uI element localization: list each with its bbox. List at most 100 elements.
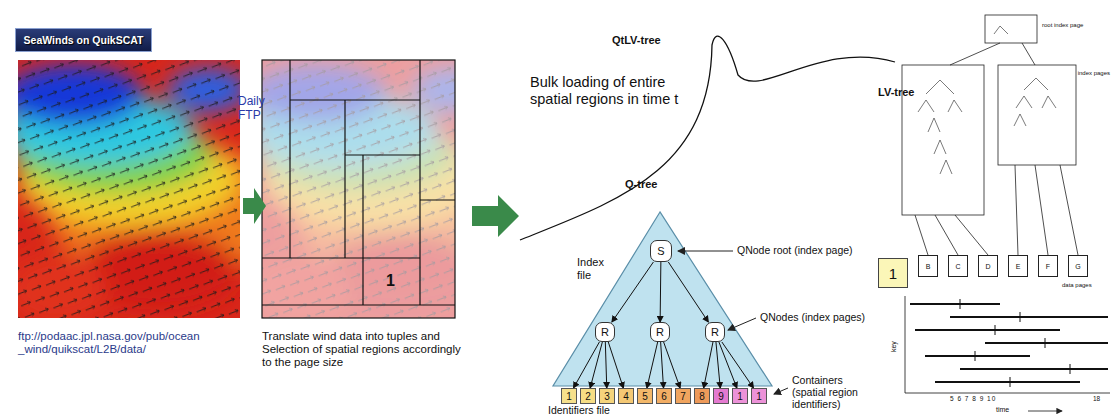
- label-holder: Identifiers file: [548, 404, 638, 416]
- label-holder: 18: [1093, 395, 1109, 402]
- node-text: R: [711, 326, 719, 338]
- flow-arrow: [472, 195, 519, 237]
- flow-arrow: [243, 188, 266, 224]
- label-holder: QNodes (index pages): [760, 311, 890, 323]
- step-caption: Translate wind data into tuples and Sele…: [262, 330, 461, 368]
- partitioned-map: [262, 60, 455, 318]
- title-box: SeaWinds on QuikSCAT: [15, 28, 152, 52]
- tree-connector: [668, 262, 708, 322]
- part-label: Identifiers file: [548, 404, 610, 416]
- node-text: R: [601, 326, 609, 338]
- part-name: LV-tree: [878, 86, 914, 98]
- part-label: root index page: [1042, 22, 1083, 28]
- label-holder: index pages: [1078, 70, 1112, 77]
- source-url: ftp://podaac.jpl.nasa.gov/pub/ocean _win…: [18, 330, 200, 355]
- tree-connector: [722, 342, 754, 388]
- qnode: R: [650, 322, 670, 342]
- node-text: 1: [756, 391, 762, 402]
- callout-number: 1: [386, 272, 395, 289]
- node-text: R: [656, 326, 664, 338]
- label-holder: Translate wind data into tuples and Sele…: [262, 330, 467, 370]
- node-text: 8: [699, 391, 705, 402]
- tree-connector: [590, 342, 602, 388]
- container-box: 5: [637, 388, 653, 404]
- node-text: 2: [585, 391, 591, 402]
- axis-label: key: [890, 341, 897, 352]
- key-time-chart: [905, 296, 1110, 411]
- node-text: 1: [737, 391, 743, 402]
- part-label: Index file: [577, 256, 604, 281]
- label-holder: key: [890, 332, 898, 352]
- node-text: 6: [661, 391, 667, 402]
- node-text: C: [955, 263, 960, 270]
- tree-connector: [664, 342, 681, 388]
- container-box: 9: [713, 388, 729, 404]
- node-text: S: [657, 245, 664, 257]
- node-text: 3: [604, 391, 610, 402]
- label-holder: Q-tree: [625, 178, 685, 191]
- node-text: 4: [623, 391, 629, 402]
- container-box: 1: [751, 388, 767, 404]
- label-holder: QNode root (index page): [737, 244, 877, 256]
- part-label: Containers (spatial region identifiers): [792, 374, 858, 410]
- container-box: 4: [618, 388, 634, 404]
- label-holder: QtLV-tree: [612, 34, 702, 47]
- node-text: SeaWinds on QuikSCAT: [24, 34, 144, 46]
- label-holder: ftp://podaac.jpl.nasa.gov/pub/ocean _win…: [18, 330, 256, 356]
- label-holder: data pages: [1062, 282, 1110, 289]
- label-holder: LV-tree: [878, 86, 938, 99]
- container-box: 1: [561, 388, 577, 404]
- bracket-curve: [520, 36, 895, 240]
- tree-connector: [716, 342, 720, 388]
- tree-connector: [605, 342, 606, 388]
- data-page: G: [1068, 255, 1088, 277]
- tick-number: 18: [1093, 395, 1100, 402]
- tree-connector: [574, 342, 600, 388]
- part-label: index pages: [1078, 70, 1110, 76]
- tree-connector: [608, 342, 623, 388]
- node-text: 1: [566, 391, 572, 402]
- lv-tree-index: [902, 15, 1078, 255]
- label-holder: Index file: [577, 256, 619, 281]
- node-text: 7: [680, 391, 686, 402]
- node-text: F: [1046, 263, 1050, 270]
- index-triangle: [553, 212, 772, 386]
- container-box: 7: [675, 388, 691, 404]
- region-partitions: [262, 60, 455, 318]
- qnode: R: [595, 322, 615, 342]
- label-holder: Daily FTP: [238, 95, 278, 123]
- label-holder: root index page: [1042, 22, 1112, 29]
- part-name: QtLV-tree: [612, 34, 661, 46]
- label-holder: 5 6 7 8 9 10: [950, 395, 1010, 402]
- qnode: R: [705, 322, 725, 342]
- node-text: 9: [718, 391, 724, 402]
- tree-connector: [704, 342, 713, 388]
- part-label: QNodes (index pages): [760, 311, 865, 323]
- label-holder: Bulk loading of entire spatial regions i…: [530, 74, 690, 107]
- tree-connector: [661, 342, 664, 388]
- region-id-box: 1: [878, 258, 908, 288]
- root-qnode: S: [650, 240, 672, 262]
- container-box: 1: [732, 388, 748, 404]
- node-text: 1: [889, 265, 897, 282]
- axis-label: time: [996, 406, 1009, 413]
- label-holder: Containers (spatial region identifiers): [792, 374, 877, 410]
- part-label: data pages: [1062, 282, 1092, 288]
- step-label: Daily FTP: [238, 94, 265, 122]
- wind-map: [18, 60, 240, 318]
- node-text: G: [1075, 263, 1080, 270]
- data-page: D: [978, 255, 998, 277]
- tree-connector: [719, 342, 737, 388]
- data-page: F: [1038, 255, 1058, 277]
- data-page: B: [918, 255, 938, 277]
- tree-connector: [612, 262, 653, 322]
- data-page: C: [948, 255, 968, 277]
- node-text: B: [926, 263, 931, 270]
- tree-connector: [660, 262, 662, 322]
- data-page: E: [1008, 255, 1028, 277]
- step-caption: Bulk loading of entire spatial regions i…: [530, 74, 678, 107]
- part-label: QNode root (index page): [737, 244, 853, 256]
- node-text: 5: [642, 391, 648, 402]
